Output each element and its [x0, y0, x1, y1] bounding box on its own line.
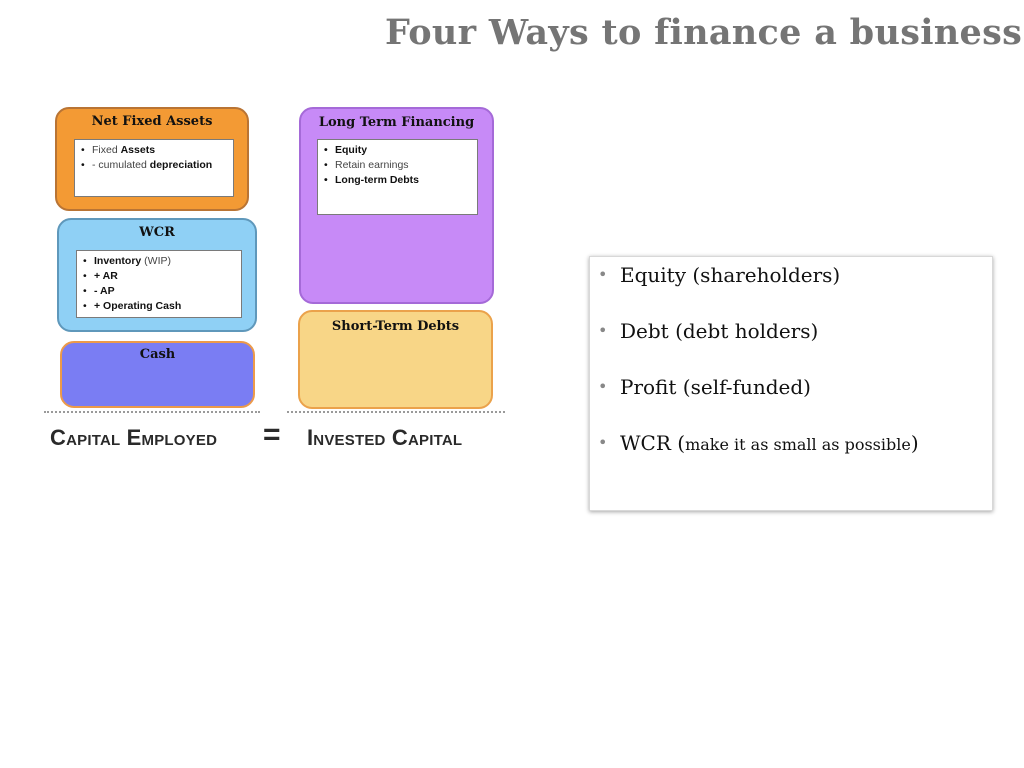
dotted-divider-right	[287, 411, 505, 413]
financing-bullets-panel: •Equity (shareholders) •Debt (debt holde…	[589, 256, 993, 511]
cash-title: Cash	[139, 347, 176, 362]
bullet-item-debt: •Debt (debt holders)	[598, 319, 819, 343]
wcr-title: WCR	[139, 225, 175, 240]
list-item: Long-term Debts	[323, 173, 472, 188]
bullet-item-wcr: •WCR (make it as small as possible)	[598, 431, 919, 455]
dotted-divider-left	[44, 411, 260, 413]
wcr-list: Inventory (WIP) + AR - AP + Operating Ca…	[76, 250, 242, 318]
invested-capital-label: Invested Capital	[307, 425, 463, 450]
list-item: Inventory (WIP)	[82, 254, 236, 269]
list-item: - AP	[82, 284, 236, 299]
net-fixed-assets-title: Net Fixed Assets	[91, 114, 213, 129]
net-fixed-assets-list: Fixed Assets - cumulated depreciation	[74, 139, 234, 197]
wcr-box: WCR Inventory (WIP) + AR - AP + Operatin…	[57, 218, 257, 332]
short-term-debts-box: Short-Term Debts	[298, 310, 493, 409]
list-item: Retain earnings	[323, 158, 472, 173]
long-term-financing-box: Long Term Financing Equity Retain earnin…	[299, 107, 494, 304]
net-fixed-assets-box: Net Fixed Assets Fixed Assets - cumulate…	[55, 107, 249, 211]
bullet-dot-icon: •	[598, 265, 608, 284]
bullet-dot-icon: •	[598, 377, 608, 396]
bullet-dot-icon: •	[598, 433, 608, 452]
list-item: Equity	[323, 143, 472, 158]
equals-sign: =	[263, 418, 281, 451]
short-term-debts-title: Short-Term Debts	[331, 319, 460, 334]
long-term-financing-title: Long Term Financing	[318, 115, 475, 130]
cash-box: Cash	[60, 341, 255, 408]
bullet-item-equity: •Equity (shareholders)	[598, 263, 841, 287]
list-item: Fixed Assets	[80, 143, 228, 158]
list-item: + AR	[82, 269, 236, 284]
capital-diagram: Net Fixed Assets Fixed Assets - cumulate…	[0, 0, 520, 470]
list-item: - cumulated depreciation	[80, 158, 228, 173]
bullet-item-profit: •Profit (self-funded)	[598, 375, 811, 399]
long-term-financing-list: Equity Retain earnings Long-term Debts	[317, 139, 478, 215]
list-item: + Operating Cash	[82, 299, 236, 314]
bullet-dot-icon: •	[598, 321, 608, 340]
capital-employed-label: Capital Employed	[50, 425, 218, 450]
slide-title: Four Ways to finance a business	[385, 12, 1023, 53]
